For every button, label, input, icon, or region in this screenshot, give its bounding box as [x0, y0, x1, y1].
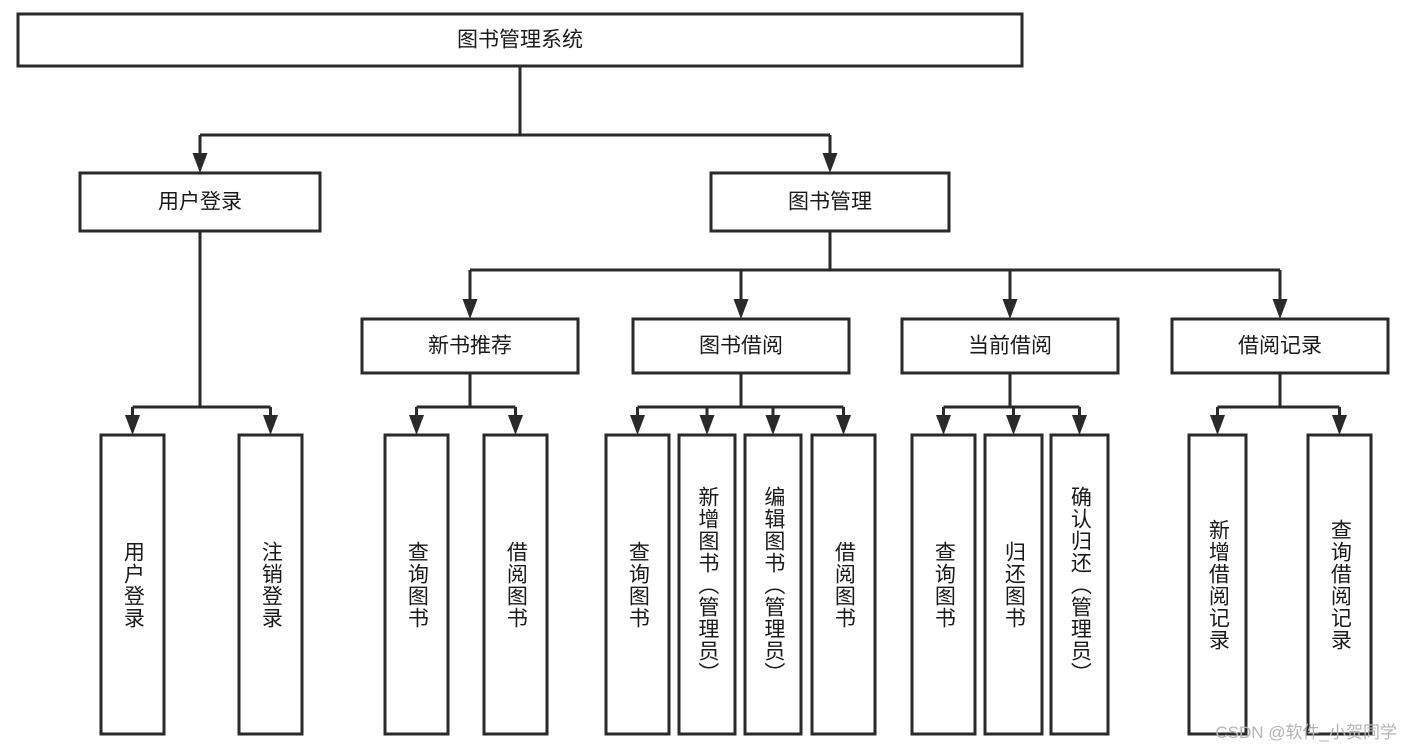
node-leaf-9[interactable]: [983, 433, 1044, 736]
node-level2-1[interactable]: 图书管理: [709, 171, 951, 233]
node-leaf-2[interactable]: [383, 433, 450, 736]
node-leaf-label-3: 借阅图书: [504, 540, 528, 629]
node-leaf-0[interactable]: [99, 433, 166, 736]
node-leaf-label-6: 编辑图书（管理员）: [761, 485, 785, 684]
node-leaf-label-5: 新增图书（管理员）: [695, 485, 719, 684]
node-label: 用户登录: [158, 191, 242, 214]
node-leaf-5[interactable]: [677, 433, 737, 736]
node-label: 借阅记录: [1238, 335, 1322, 358]
node-leaf-label-11: 新增借阅记录: [1206, 518, 1230, 651]
node-level3-0[interactable]: 新书推荐: [360, 317, 580, 375]
node-leaf-6[interactable]: [743, 433, 803, 736]
node-leaf-label-2: 查询图书: [405, 540, 429, 629]
node-leaf-label-9: 归还图书: [1002, 540, 1026, 629]
node-leaf-11[interactable]: [1187, 433, 1248, 736]
watermark-text: CSDN @软件_小贺同学: [1215, 723, 1397, 742]
node-leaf-label-8: 查询图书: [932, 540, 956, 629]
node-leaf-4[interactable]: [604, 433, 671, 736]
node-level3-2[interactable]: 当前借阅: [900, 317, 1120, 375]
node-root-图书管理系统[interactable]: 图书管理系统: [16, 12, 1024, 68]
node-leaf-label-10: 确认归还（管理员）: [1068, 485, 1092, 684]
node-leaf-label-7: 借阅图书: [832, 540, 856, 629]
node-leaf-7[interactable]: [810, 433, 877, 736]
node-leaf-label-0: 用户登录: [121, 540, 145, 629]
node-leaf-10[interactable]: [1049, 433, 1110, 736]
node-label: 图书管理系统: [457, 29, 583, 52]
node-level3-3[interactable]: 借阅记录: [1170, 317, 1390, 375]
connectors-layer: [125, 66, 1347, 435]
node-leaf-label-4: 查询图书: [626, 540, 650, 629]
node-leaf-12[interactable]: [1306, 433, 1373, 736]
node-leaf-8[interactable]: [910, 433, 977, 736]
node-label: 新书推荐: [428, 335, 512, 358]
node-leaf-label-12: 查询借阅记录: [1328, 518, 1352, 651]
node-level3-1[interactable]: 图书借阅: [631, 317, 851, 375]
node-label: 图书借阅: [699, 335, 783, 358]
node-leaf-3[interactable]: [482, 433, 549, 736]
node-leaf-1[interactable]: [237, 433, 304, 736]
node-label: 图书管理: [788, 191, 872, 214]
node-label: 当前借阅: [968, 335, 1052, 358]
node-leaf-label-1: 注销登录: [259, 540, 283, 629]
node-level2-0[interactable]: 用户登录: [78, 171, 322, 233]
